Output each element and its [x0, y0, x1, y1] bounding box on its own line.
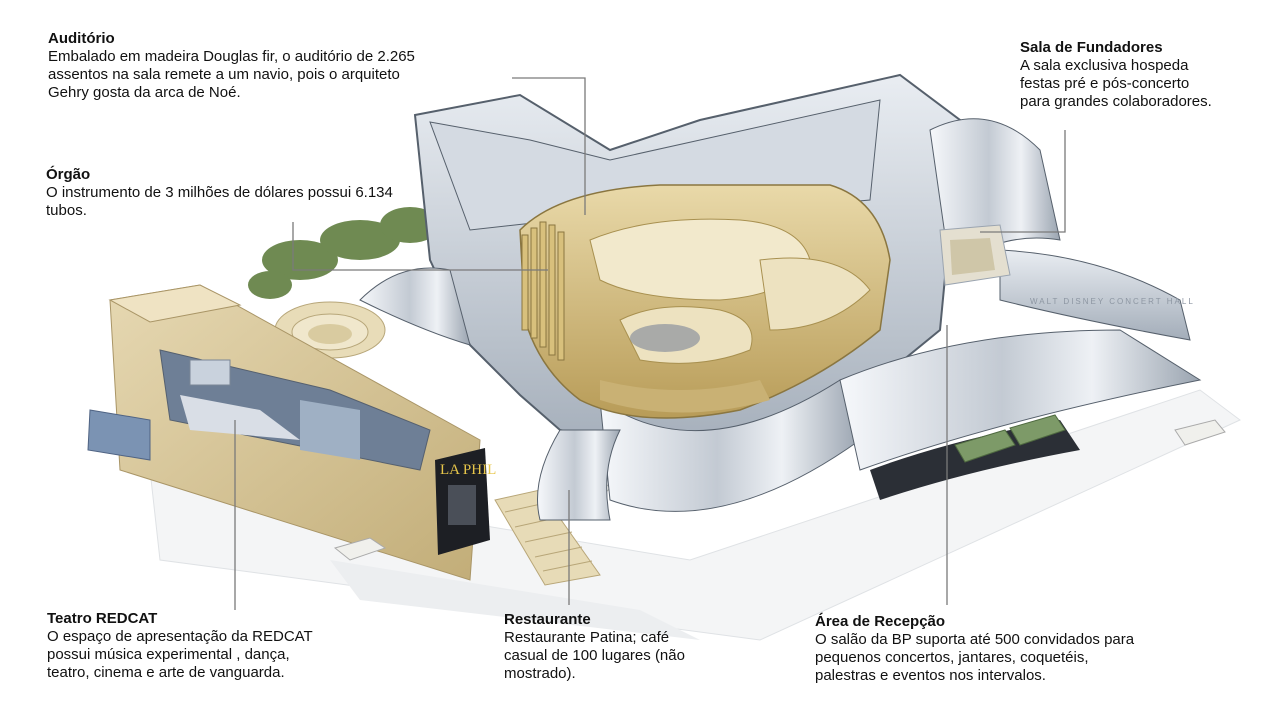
- leader-orgao: [292, 222, 548, 271]
- leader-lines: [234, 77, 1066, 610]
- callout-redcat-title: Teatro REDCAT: [47, 610, 158, 627]
- la-phil-poster: LA PHIL: [435, 448, 496, 555]
- leader-auditorio: [512, 77, 586, 215]
- callout-orgao-body: O instrumento de 3 milhões de dólares po…: [46, 184, 393, 219]
- callout-fundadores-title: Sala de Fundadores: [1020, 39, 1163, 56]
- ground-plaza: [149, 389, 1241, 641]
- facade-text: WALT DISNEY CONCERT HALL: [1030, 297, 1195, 306]
- callout-recepcao-body: O salão da BP suporta até 500 convidados…: [815, 631, 1135, 684]
- callout-restaurante: Restaurante Restaurante Patina; café cas…: [504, 611, 744, 683]
- poster-text: LA PHIL: [440, 462, 496, 478]
- leader-fundadores: [980, 130, 1066, 233]
- redcat-building: [87, 284, 481, 581]
- callout-recepcao-title: Área de Recepção: [815, 613, 946, 630]
- stairs: [494, 489, 601, 586]
- callout-auditorio-body: Embalado em madeira Douglas fir, o audit…: [48, 48, 415, 101]
- organ-pipes: [521, 221, 565, 361]
- callout-restaurante-body: Restaurante Patina; café casual de 100 l…: [504, 629, 685, 682]
- reception-planters: [954, 414, 1066, 463]
- auditorium-interior: [519, 184, 891, 419]
- callout-auditorio-title: Auditório: [48, 30, 115, 47]
- vehicles: [333, 419, 1226, 561]
- founders-room: [939, 224, 1011, 286]
- callout-auditorio: Auditório Embalado em madeira Douglas fi…: [48, 30, 468, 102]
- callout-fundadores-body: A sala exclusiva hospeda festas pré e pó…: [1020, 57, 1212, 110]
- callout-restaurante-title: Restaurante: [504, 611, 591, 628]
- callout-sala-de-fundadores: Sala de Fundadores A sala exclusiva hosp…: [1020, 39, 1270, 111]
- callout-orgao-title: Órgão: [46, 166, 91, 183]
- callout-orgao: Órgão O instrumento de 3 milhões de dóla…: [46, 166, 406, 220]
- callout-teatro-redcat: Teatro REDCAT O espaço de apresentação d…: [47, 610, 367, 682]
- callout-area-de-recepcao: Área de Recepção O salão da BP suporta a…: [815, 613, 1215, 685]
- callout-redcat-body: O espaço de apresentação da REDCAT possu…: [47, 628, 313, 681]
